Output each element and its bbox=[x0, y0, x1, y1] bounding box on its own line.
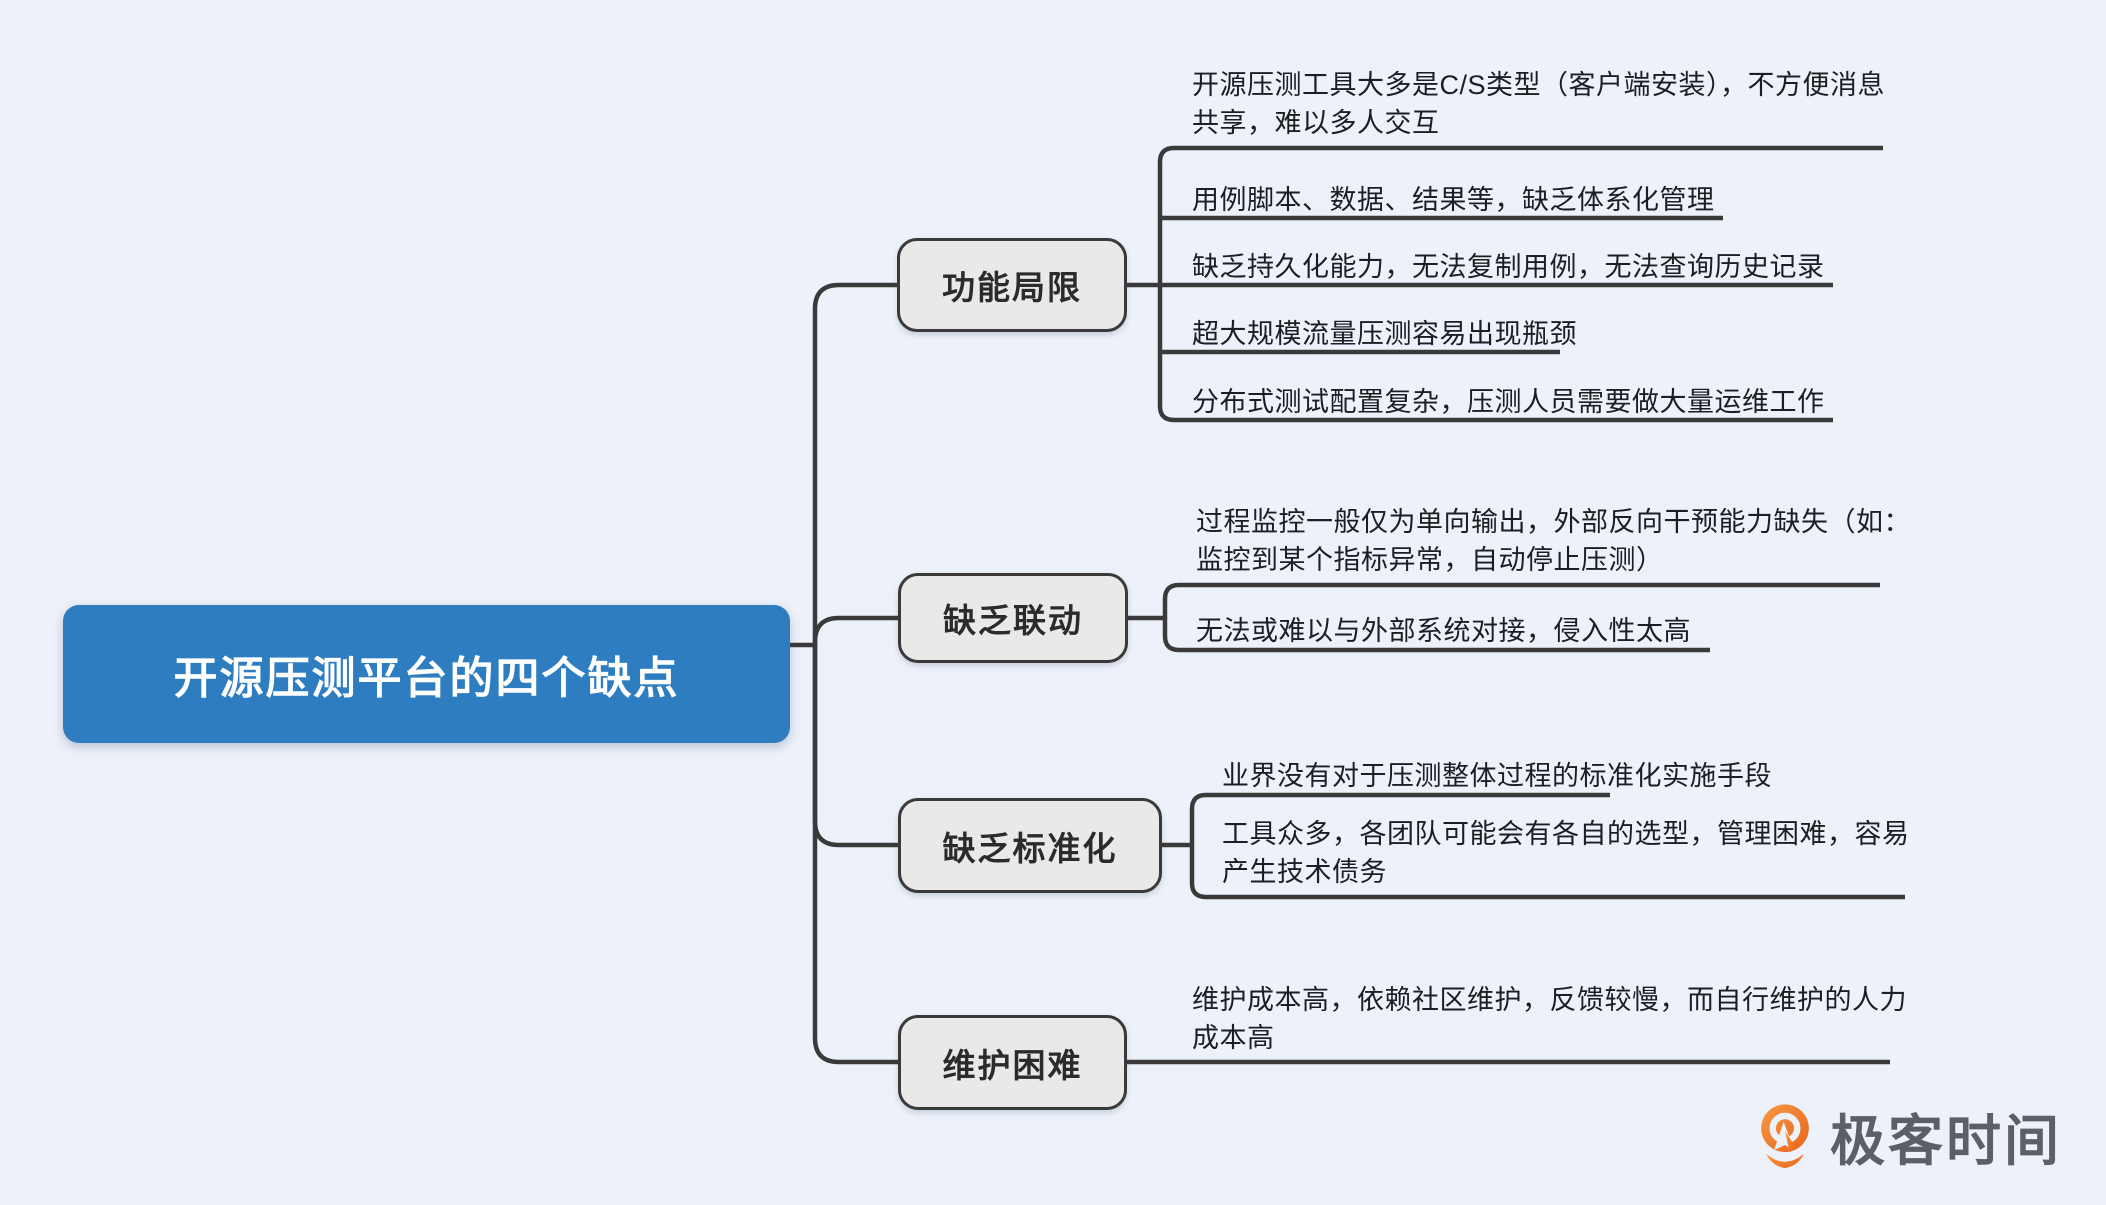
root-node[interactable]: 开源压测平台的四个缺点 bbox=[63, 605, 790, 743]
branch-label: 维护困难 bbox=[942, 1046, 1083, 1084]
leaf-note[interactable]: 维护成本高，依赖社区维护，反馈较慢，而自行维护的人力成本高 bbox=[1192, 985, 1907, 1053]
branch-label: 功能局限 bbox=[942, 269, 1082, 306]
connector-branch3-bracket bbox=[1189, 792, 1905, 900]
geektime-pin-icon bbox=[1761, 1104, 1809, 1169]
branch-node-lack-of-linkage[interactable]: 缺乏联动 bbox=[898, 573, 1128, 663]
branch-label: 缺乏标准化 bbox=[942, 829, 1118, 867]
branch-label: 缺乏联动 bbox=[943, 602, 1083, 639]
branch-node-maintenance-difficulty[interactable]: 维护困难 bbox=[898, 1015, 1127, 1110]
leaf-note[interactable]: 无法或难以与外部系统对接，侵入性太高 bbox=[1196, 616, 1691, 646]
connector-spine-branch1 bbox=[812, 282, 897, 645]
branch-node-lack-of-standardization[interactable]: 缺乏标准化 bbox=[898, 798, 1162, 893]
leaf-note[interactable]: 缺乏持久化能力，无法复制用例，无法查询历史记录 bbox=[1192, 252, 1825, 282]
root-label: 开源压测平台的四个缺点 bbox=[173, 654, 680, 703]
connector-branch2-bracket bbox=[1162, 582, 1880, 653]
connector-spine-branch3 bbox=[812, 645, 898, 848]
leaf-note[interactable]: 业界没有对于压测整体过程的标准化实施手段 bbox=[1222, 761, 1772, 791]
leaf-note[interactable]: 分布式测试配置复杂，压测人员需要做大量运维工作 bbox=[1192, 387, 1825, 417]
connector-branch1-bracket bbox=[1157, 145, 1883, 423]
leaf-note[interactable]: 超大规模流量压测容易出现瓶颈 bbox=[1192, 319, 1577, 349]
connector-spine-branch4 bbox=[812, 645, 898, 1065]
geektime-logo: 极客时间 bbox=[1756, 1086, 2062, 1186]
geektime-logo-text: 极客时间 bbox=[1829, 1110, 2062, 1172]
leaf-note[interactable]: 用例脚本、数据、结果等，缺乏体系化管理 bbox=[1192, 185, 1715, 215]
leaf-note[interactable]: 工具众多，各团队可能会有各自的选型，管理困难，容易产生技术债务 bbox=[1222, 819, 1910, 887]
leaf-note[interactable]: 开源压测工具大多是C/S类型（客户端安装），不方便消息共享，难以多人交互 bbox=[1192, 70, 1886, 138]
connector-spine-branch2 bbox=[812, 615, 898, 646]
branch-node-function-limits[interactable]: 功能局限 bbox=[897, 238, 1127, 332]
leaf-note[interactable]: 过程监控一般仅为单向输出，外部反向干预能力缺失（如：监控到某个指标异常，自动停止… bbox=[1196, 507, 1911, 575]
